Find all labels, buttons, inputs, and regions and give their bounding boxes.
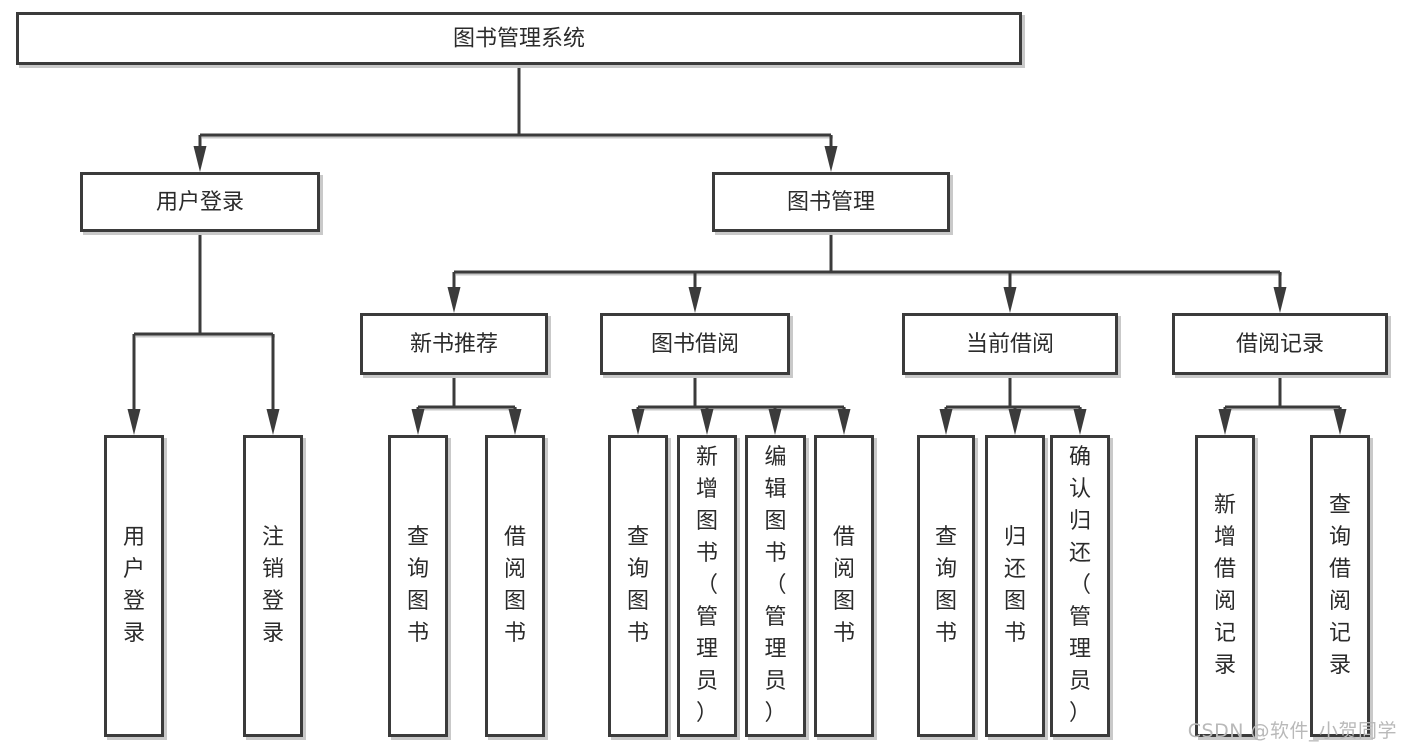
node-rect-user-login[interactable] [80, 172, 320, 232]
node-rect-leaf-borrow-book-2[interactable] [814, 435, 874, 737]
node-leaf-add-book[interactable]: 新增图书（管理员） [677, 435, 741, 741]
node-label-leaf-query-book-1: 查询图书 [407, 525, 429, 646]
node-rect-leaf-user-logout[interactable] [243, 435, 303, 737]
node-current-borrow[interactable]: 当前借阅 [902, 313, 1122, 379]
node-rect-leaf-query-book-1[interactable] [388, 435, 448, 737]
node-rect-book-borrow[interactable] [600, 313, 790, 375]
node-leaf-return-book[interactable]: 归还图书 [985, 435, 1049, 741]
node-rect-leaf-query-borrow-record[interactable] [1310, 435, 1370, 737]
node-rect-current-borrow[interactable] [902, 313, 1118, 375]
connector-currentborrow-to-leaves [939, 375, 1087, 435]
node-leaf-confirm-return[interactable]: 确认归还（管理员） [1050, 435, 1114, 741]
node-leaf-query-book-1[interactable]: 查询图书 [388, 435, 452, 741]
node-label-borrow-record: 借阅记录 [1236, 332, 1324, 357]
node-user-login[interactable]: 用户登录 [80, 172, 324, 236]
node-borrow-record[interactable]: 借阅记录 [1172, 313, 1392, 379]
node-root[interactable]: 图书管理系统 [16, 12, 1026, 69]
node-label-current-borrow: 当前借阅 [966, 332, 1054, 357]
node-leaf-query-book-2[interactable]: 查询图书 [608, 435, 672, 741]
node-rect-leaf-borrow-book-1[interactable] [485, 435, 545, 737]
node-leaf-query-borrow-record[interactable]: 查询借阅记录 [1310, 435, 1374, 741]
connector-newbookrec-to-leaves [411, 375, 522, 435]
connector-bookborrow-to-leaves [631, 375, 851, 435]
node-label-leaf-confirm-return: 确认归还（管理员） [1069, 445, 1091, 726]
node-label-leaf-query-book-3: 查询图书 [935, 525, 957, 646]
node-rect-leaf-return-book[interactable] [985, 435, 1045, 737]
node-rect-new-book-rec[interactable] [360, 313, 548, 375]
node-label-root: 图书管理系统 [453, 27, 585, 52]
node-rect-leaf-query-book-3[interactable] [917, 435, 975, 737]
node-rect-leaf-confirm-return[interactable] [1050, 435, 1110, 737]
node-leaf-add-borrow-record[interactable]: 新增借阅记录 [1195, 435, 1259, 741]
node-leaf-borrow-book-1[interactable]: 借阅图书 [485, 435, 549, 741]
node-label-leaf-user-login: 用户登录 [123, 525, 145, 646]
node-label-leaf-query-book-2: 查询图书 [627, 525, 649, 646]
node-book-manage[interactable]: 图书管理 [712, 172, 954, 236]
node-new-book-rec[interactable]: 新书推荐 [360, 313, 552, 379]
node-label-leaf-query-borrow-record: 查询借阅记录 [1329, 493, 1351, 678]
node-rect-book-manage[interactable] [712, 172, 950, 232]
connector-borrowrecord-to-leaves [1218, 375, 1347, 435]
node-label-new-book-rec: 新书推荐 [410, 332, 498, 357]
node-rect-root[interactable] [16, 12, 1022, 65]
node-leaf-user-login[interactable]: 用户登录 [104, 435, 168, 741]
node-rect-leaf-add-book[interactable] [677, 435, 737, 737]
node-rect-borrow-record[interactable] [1172, 313, 1388, 375]
node-label-leaf-user-logout: 注销登录 [262, 525, 284, 646]
node-label-leaf-edit-book: 编辑图书（管理员） [764, 445, 786, 726]
node-leaf-edit-book[interactable]: 编辑图书（管理员） [745, 435, 810, 741]
connector-userlogin-to-leaves [127, 232, 280, 435]
connector-root-to-level2 [193, 65, 838, 172]
node-label-book-borrow: 图书借阅 [651, 332, 739, 357]
node-rect-leaf-add-borrow-record[interactable] [1195, 435, 1255, 737]
node-leaf-query-book-3[interactable]: 查询图书 [917, 435, 979, 741]
node-label-leaf-add-borrow-record: 新增借阅记录 [1214, 493, 1236, 678]
node-label-leaf-add-book: 新增图书（管理员） [696, 445, 718, 726]
node-label-leaf-borrow-book-2: 借阅图书 [833, 525, 855, 646]
node-label-leaf-borrow-book-1: 借阅图书 [504, 525, 526, 646]
connector-layer [127, 65, 1347, 435]
connector-bookmanage-to-level3 [447, 232, 1287, 313]
node-label-leaf-return-book: 归还图书 [1004, 525, 1026, 646]
node-book-borrow[interactable]: 图书借阅 [600, 313, 794, 379]
node-label-book-manage: 图书管理 [787, 190, 875, 215]
node-rect-leaf-query-book-2[interactable] [608, 435, 668, 737]
node-layer: 图书管理系统用户登录图书管理新书推荐图书借阅当前借阅借阅记录用户登录注销登录查询… [16, 12, 1392, 741]
node-rect-leaf-edit-book[interactable] [745, 435, 806, 737]
node-label-user-login: 用户登录 [156, 190, 244, 215]
node-leaf-borrow-book-2[interactable]: 借阅图书 [814, 435, 878, 741]
node-rect-leaf-user-login[interactable] [104, 435, 164, 737]
node-leaf-user-logout[interactable]: 注销登录 [243, 435, 307, 741]
